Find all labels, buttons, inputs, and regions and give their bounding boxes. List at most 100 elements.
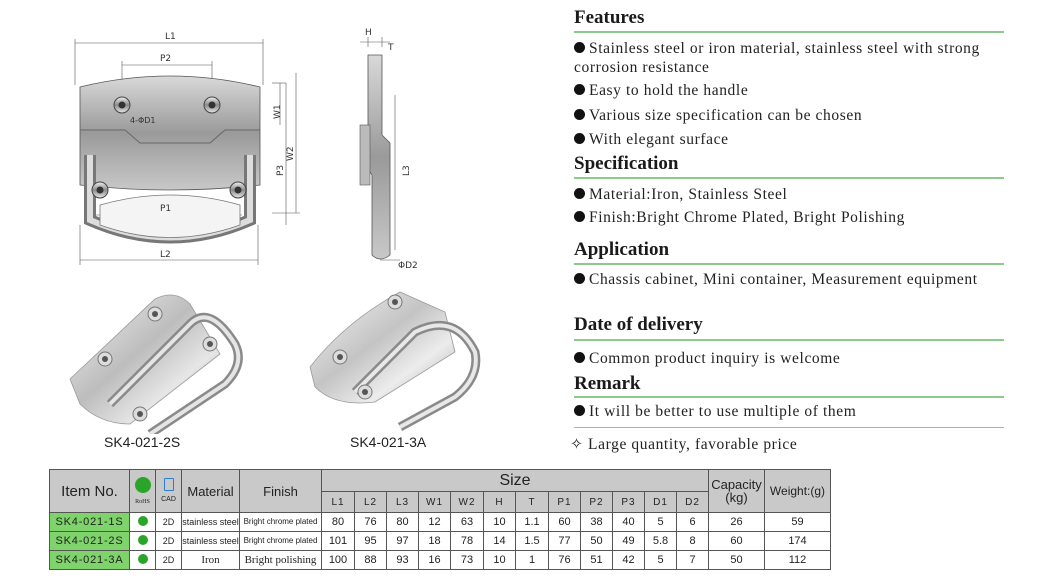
features-item-4: With elegant surface bbox=[574, 130, 729, 149]
dim-label-d1: 4-ΦD1 bbox=[130, 116, 156, 125]
row-cad: 2D bbox=[155, 531, 182, 551]
row-cad: 2D bbox=[155, 512, 182, 532]
row-finish: Bright chrome plated bbox=[239, 512, 322, 532]
col-weight: Weight:(g) bbox=[764, 469, 831, 513]
dim-label-h: H bbox=[365, 28, 372, 38]
col-capacity: Capacity (kg) bbox=[708, 469, 765, 513]
delivery-divider bbox=[574, 339, 1004, 341]
size-col-h: H bbox=[483, 491, 516, 513]
row-cad: 2D bbox=[155, 550, 182, 570]
application-divider bbox=[574, 263, 1004, 265]
row-w2: 78 bbox=[450, 531, 484, 551]
cad-file-icon bbox=[163, 478, 174, 491]
dim-label-p3: P3 bbox=[276, 165, 286, 176]
dim-label-p1: P1 bbox=[160, 204, 171, 214]
size-col-d1: D1 bbox=[644, 491, 677, 513]
dim-label-l3: L3 bbox=[402, 165, 412, 176]
row-w1: 16 bbox=[418, 550, 451, 570]
row-t: 1 bbox=[515, 550, 549, 570]
row-d2: 6 bbox=[676, 512, 709, 532]
row-finish: Bright polishing bbox=[239, 550, 322, 570]
row-p1: 77 bbox=[548, 531, 581, 551]
row-p2: 51 bbox=[580, 550, 613, 570]
row-d2: 8 bbox=[676, 531, 709, 551]
row-t: 1.5 bbox=[515, 531, 549, 551]
dim-label-w2: W2 bbox=[286, 146, 296, 161]
row-l1: 101 bbox=[321, 531, 355, 551]
col-finish: Finish bbox=[239, 469, 322, 513]
delivery-title: Date of delivery bbox=[574, 314, 703, 335]
row-p2: 50 bbox=[580, 531, 613, 551]
col-size: Size bbox=[321, 469, 709, 492]
size-col-d2: D2 bbox=[676, 491, 709, 513]
application-item-1: Chassis cabinet, Mini container, Measure… bbox=[574, 270, 994, 289]
row-p1: 60 bbox=[548, 512, 581, 532]
specification-title: Specification bbox=[574, 153, 679, 174]
size-col-l3: L3 bbox=[386, 491, 419, 513]
row-material: stainless steel bbox=[181, 512, 240, 532]
row-item-no: SK4-021-3A bbox=[49, 550, 130, 570]
row-item-no: SK4-021-1S bbox=[49, 512, 130, 532]
col-item-no: Item No. bbox=[49, 469, 130, 513]
col-rohs: RoHS bbox=[129, 469, 156, 513]
photo-caption-2: SK4-021-3A bbox=[350, 434, 427, 450]
row-l1: 80 bbox=[321, 512, 355, 532]
row-l3: 80 bbox=[386, 512, 419, 532]
features-item-3: Various size specification can be chosen bbox=[574, 106, 862, 125]
row-l3: 93 bbox=[386, 550, 419, 570]
row-l2: 88 bbox=[354, 550, 387, 570]
size-col-p3: P3 bbox=[612, 491, 645, 513]
row-t: 1.1 bbox=[515, 512, 549, 532]
remark-title: Remark bbox=[574, 373, 641, 394]
row-l2: 95 bbox=[354, 531, 387, 551]
photo-caption-1: SK4-021-2S bbox=[104, 434, 181, 450]
row-l3: 97 bbox=[386, 531, 419, 551]
row-capacity: 50 bbox=[708, 550, 765, 570]
dim-label-l2: L2 bbox=[160, 250, 171, 260]
row-d1: 5.8 bbox=[644, 531, 677, 551]
row-p3: 40 bbox=[612, 512, 645, 532]
col-material: Material bbox=[181, 469, 240, 513]
specification-divider bbox=[574, 177, 1004, 179]
row-finish: Bright chrome plated bbox=[239, 531, 322, 551]
row-weight: 174 bbox=[764, 531, 831, 551]
rohs-dot bbox=[129, 531, 156, 551]
specification-item-1: Material:Iron, Stainless Steel bbox=[574, 185, 787, 204]
size-col-p1: P1 bbox=[548, 491, 581, 513]
size-col-p2: P2 bbox=[580, 491, 613, 513]
row-d1: 5 bbox=[644, 512, 677, 532]
table-row: SK4-021-3A 2D Iron Bright polishing 100 … bbox=[49, 550, 831, 570]
features-item-2: Easy to hold the handle bbox=[574, 81, 748, 100]
application-title: Application bbox=[574, 239, 670, 260]
remark-item-1: It will be better to use multiple of the… bbox=[574, 402, 856, 421]
row-p3: 42 bbox=[612, 550, 645, 570]
spec-table: Item No. RoHS CAD Material Finish Size C… bbox=[49, 469, 831, 570]
dim-label-p2: P2 bbox=[160, 54, 171, 64]
technical-drawing: L1 P2 4-ΦD1 P1 L2 W1 W2 P3 H T L3 ΦD2 bbox=[74, 28, 418, 270]
row-p1: 76 bbox=[548, 550, 581, 570]
specification-item-2: Finish:Bright Chrome Plated, Bright Poli… bbox=[574, 208, 905, 227]
size-col-l1: L1 bbox=[321, 491, 355, 513]
remark-divider bbox=[574, 396, 1004, 398]
dim-label-w1: W1 bbox=[273, 104, 283, 119]
row-h: 14 bbox=[483, 531, 516, 551]
dim-label-t: T bbox=[387, 43, 394, 53]
row-p3: 49 bbox=[612, 531, 645, 551]
rohs-dot bbox=[129, 512, 156, 532]
features-divider bbox=[574, 31, 1004, 33]
size-col-w1: W1 bbox=[418, 491, 451, 513]
row-d2: 7 bbox=[676, 550, 709, 570]
row-material: stainless steel bbox=[181, 531, 240, 551]
row-h: 10 bbox=[483, 550, 516, 570]
rohs-dot bbox=[129, 550, 156, 570]
rohs-icon bbox=[134, 476, 151, 493]
row-l2: 76 bbox=[354, 512, 387, 532]
row-material: Iron bbox=[181, 550, 240, 570]
features-item-1: Stainless steel or iron material, stainl… bbox=[574, 40, 980, 76]
row-w1: 12 bbox=[418, 512, 451, 532]
table-row: SK4-021-1S 2D stainless steel Bright chr… bbox=[49, 512, 831, 532]
size-col-w2: W2 bbox=[450, 491, 484, 513]
row-w2: 63 bbox=[450, 512, 484, 532]
size-col-l2: L2 bbox=[354, 491, 387, 513]
product-photo-sk4-021-3a bbox=[309, 291, 481, 431]
